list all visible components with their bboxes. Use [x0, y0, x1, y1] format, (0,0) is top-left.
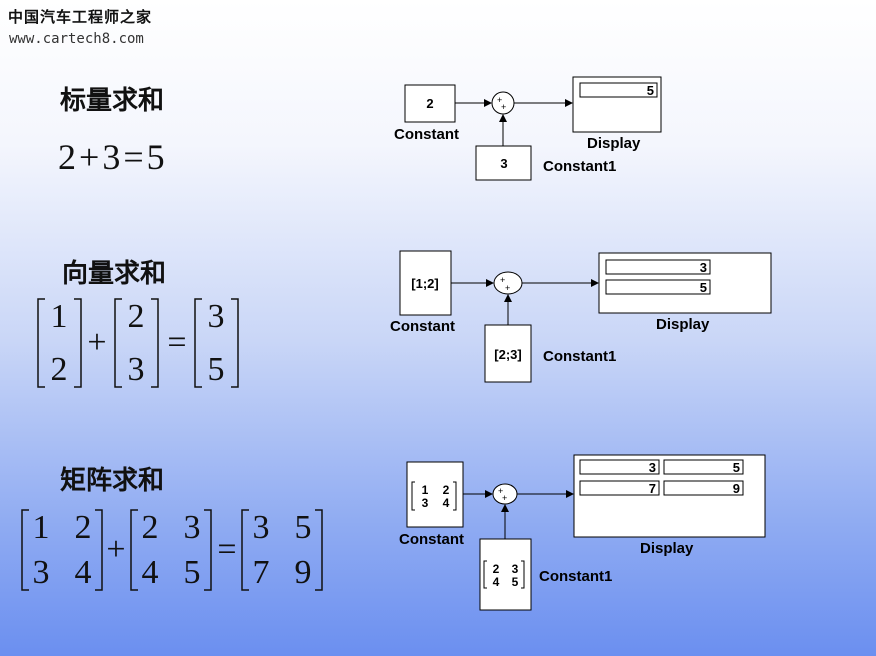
matrix-display-label: Display	[640, 540, 694, 557]
vector-result	[194, 298, 239, 388]
heading-scalar-sum: 标量求和	[60, 86, 165, 116]
vector-constant-block[interactable]	[399, 250, 452, 316]
vector-operand-a	[37, 298, 82, 388]
scalar-display-label: Display	[587, 135, 641, 152]
matrix-a-11: 1	[33, 509, 50, 546]
scalar-display-value: 5	[647, 83, 654, 98]
vector-constant1-block[interactable]	[484, 324, 532, 383]
matrix-diagram: 1 2 3 4 Constant + + 2 3 4 5 Constant1 3…	[399, 454, 766, 611]
scalar-sum-sign-1: +	[497, 95, 502, 105]
matrix-display-cell-12	[663, 459, 744, 475]
matrix-display-value-12: 5	[733, 460, 740, 475]
matrix-operand-a	[21, 509, 103, 591]
vector-b-1: 2	[128, 298, 145, 335]
matrix-a-22: 4	[75, 554, 92, 591]
matrix-operand-b	[130, 509, 212, 591]
matrix-constant1-21: 4	[493, 575, 500, 589]
vector-sum-sign-2: +	[505, 283, 510, 293]
matrix-display-cell-11	[579, 459, 660, 475]
vector-plus: +	[87, 324, 106, 361]
matrix-constant1-block[interactable]	[479, 538, 532, 611]
scalar-diagram: 2 Constant + + 3 Constant1 5 Display	[394, 76, 662, 181]
matrix-c-21: 7	[253, 554, 270, 591]
scalar-equation: 2+3=5	[58, 136, 165, 178]
vector-constant-label: Constant	[390, 318, 455, 335]
matrix-display-value-22: 9	[733, 481, 740, 496]
vector-display-label: Display	[656, 316, 710, 333]
matrix-result	[241, 509, 323, 591]
matrix-constant1-label: Constant1	[539, 568, 612, 585]
matrix-constant1-12: 3	[512, 562, 519, 576]
scalar-sum-sign-2: +	[501, 102, 506, 112]
scalar-operand-a: 2	[58, 137, 76, 177]
vector-display-cell-1	[605, 259, 711, 275]
vector-equals: =	[167, 324, 186, 361]
matrix-display-cell-21	[579, 480, 660, 496]
vector-constant1-label: Constant1	[543, 348, 616, 365]
matrix-display-value-21: 7	[649, 481, 656, 496]
vector-constant1-value: [2;3]	[494, 347, 521, 362]
scalar-constant-block[interactable]	[404, 84, 456, 123]
scalar-display-cell	[579, 82, 658, 98]
vector-display-cell-2	[605, 279, 711, 295]
matrix-c-22: 9	[295, 554, 312, 591]
vector-a-1: 1	[51, 298, 68, 335]
matrix-display-cell-22	[663, 480, 744, 496]
matrix-sum-sign-1: +	[498, 486, 503, 496]
matrix-equation: 1 2 3 4 + 2 3 4 5 = 3 5 7 9	[21, 509, 323, 591]
matrix-a-12: 2	[75, 509, 92, 546]
vector-equation: 1 2 + 2 3 = 3 5	[37, 298, 239, 388]
matrix-constant1-22: 5	[512, 575, 519, 589]
scalar-plus: +	[79, 137, 100, 177]
matrix-plus: +	[106, 531, 125, 568]
vector-sum-sign-1: +	[500, 275, 505, 285]
heading-matrix-sum: 矩阵求和	[60, 466, 165, 496]
matrix-constant-11: 1	[422, 483, 429, 497]
matrix-constant1-11: 2	[493, 562, 500, 576]
matrix-a-21: 3	[33, 554, 50, 591]
matrix-c-11: 3	[253, 509, 270, 546]
vector-display-value-2: 5	[700, 280, 707, 295]
heading-vector-sum: 向量求和	[62, 259, 167, 289]
vector-b-2: 3	[128, 351, 145, 388]
matrix-equals: =	[217, 531, 236, 568]
matrix-constant-brackets	[411, 481, 457, 511]
vector-a-2: 2	[51, 351, 68, 388]
scalar-constant1-label: Constant1	[543, 158, 616, 175]
matrix-constant-block[interactable]	[406, 461, 464, 528]
vector-display-value-1: 3	[700, 260, 707, 275]
scalar-constant1-value: 3	[500, 156, 507, 171]
matrix-c-12: 5	[295, 509, 312, 546]
vector-c-1: 3	[208, 298, 225, 335]
matrix-b-12: 3	[184, 509, 201, 546]
matrix-constant-21: 3	[422, 496, 429, 510]
vector-operand-b	[114, 298, 159, 388]
scalar-constant1-block[interactable]	[475, 145, 532, 181]
vector-diagram: [1;2] Constant + + [2;3] Constant1 3 5 D…	[390, 250, 772, 383]
matrix-sum-sign-2: +	[502, 493, 507, 503]
scalar-operand-b: 3	[102, 137, 121, 177]
matrix-b-11: 2	[142, 509, 159, 546]
scalar-equals: =	[123, 137, 144, 177]
matrix-display-value-11: 3	[649, 460, 656, 475]
matrix-b-22: 5	[184, 554, 201, 591]
matrix-b-21: 4	[142, 554, 159, 591]
matrix-constant-12: 2	[443, 483, 450, 497]
scalar-constant-value: 2	[426, 96, 433, 111]
matrix-constant-label: Constant	[399, 531, 464, 548]
watermark-url: www.cartech8.com	[9, 31, 144, 47]
scalar-result: 5	[146, 137, 165, 177]
vector-constant-value: [1;2]	[411, 276, 438, 291]
scalar-constant-label: Constant	[394, 126, 459, 143]
matrix-constant1-brackets	[483, 560, 525, 589]
vector-c-2: 5	[208, 351, 225, 388]
matrix-constant-22: 4	[443, 496, 450, 510]
watermark-title: 中国汽车工程师之家	[8, 8, 153, 26]
